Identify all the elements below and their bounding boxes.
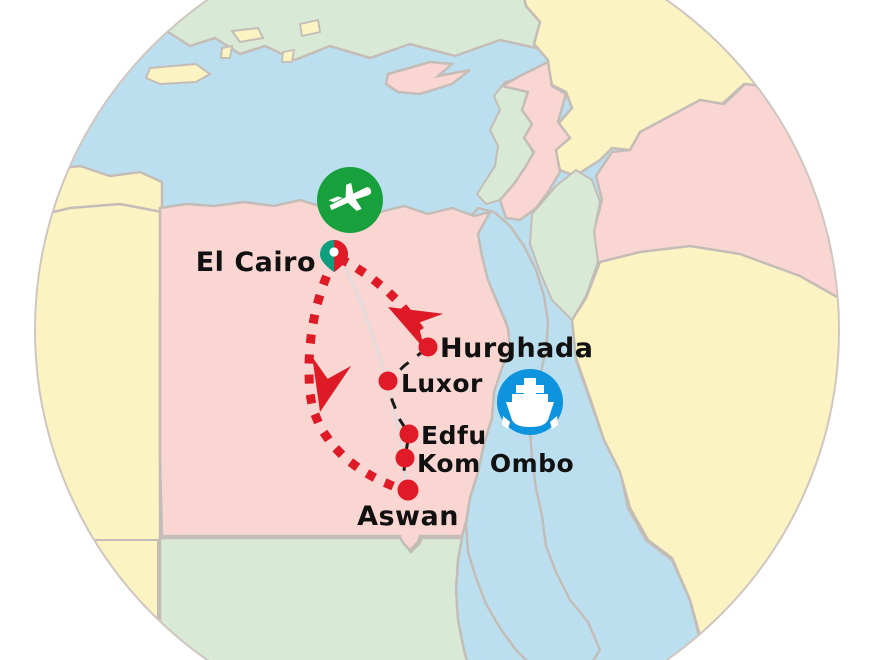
airport-badge[interactable] bbox=[317, 167, 383, 233]
city-dot-kom-ombo[interactable] bbox=[395, 448, 415, 468]
city-label-aswan: Aswan bbox=[357, 501, 459, 532]
country-chad bbox=[35, 539, 159, 660]
pin-accent bbox=[334, 240, 348, 272]
city-dot-luxor[interactable] bbox=[378, 371, 398, 391]
region-sinai-green bbox=[528, 168, 602, 322]
island-small-1 bbox=[219, 44, 234, 59]
globe-outline bbox=[34, 0, 840, 660]
cruise-badge[interactable] bbox=[497, 369, 563, 435]
city-marker-el-cairo[interactable] bbox=[320, 240, 348, 272]
city-dot-hurghada[interactable] bbox=[418, 337, 438, 357]
city-label-luxor: Luxor bbox=[401, 369, 483, 398]
city-markers bbox=[320, 240, 438, 501]
country-levant-coast bbox=[498, 60, 572, 222]
country-greece bbox=[144, 62, 212, 86]
island-crete bbox=[230, 26, 265, 44]
country-libya-coast bbox=[35, 164, 164, 234]
island-tiny-2 bbox=[298, 18, 322, 38]
city-label-kom-ombo: Kom Ombo bbox=[417, 449, 574, 478]
ship-icon bbox=[502, 378, 558, 429]
route-flight-cairo-aswan bbox=[304, 255, 410, 496]
country-sudan bbox=[158, 536, 474, 660]
island-cyprus bbox=[384, 60, 471, 96]
island-tiny-3 bbox=[281, 48, 296, 63]
city-labels: El Cairo Hurghada Luxor Edfu Kom Ombo As… bbox=[196, 247, 593, 532]
city-dot-aswan[interactable] bbox=[397, 479, 419, 501]
city-dot-edfu[interactable] bbox=[399, 424, 419, 444]
pin-center-dot bbox=[329, 247, 339, 257]
airplane-icon bbox=[328, 182, 372, 211]
city-label-el-cairo: El Cairo bbox=[196, 247, 316, 278]
city-label-edfu: Edfu bbox=[421, 421, 487, 450]
city-label-hurghada: Hurghada bbox=[440, 333, 593, 364]
